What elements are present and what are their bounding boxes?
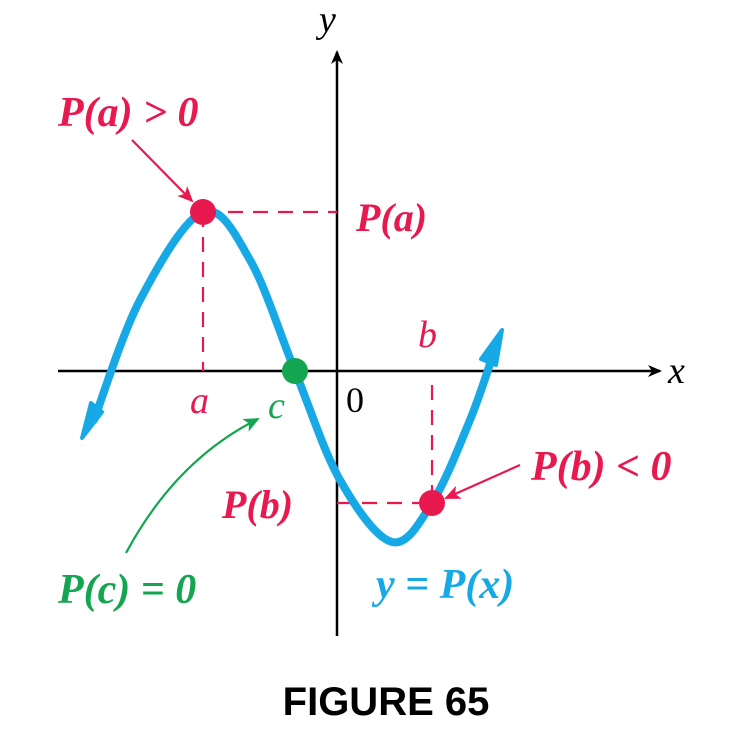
- arrow-to-point-c: [125, 418, 260, 554]
- point-b-negative: [419, 490, 445, 516]
- arrow-to-point-a: [131, 139, 194, 203]
- annotation-pc-zero: P(c) = 0: [57, 567, 196, 613]
- curve-equation-label: y = P(x): [371, 562, 514, 608]
- curve-left-arrowhead: [80, 401, 104, 440]
- tick-label-c: c: [268, 385, 285, 427]
- polynomial-curve: [90, 207, 496, 547]
- point-a-maximum: [190, 199, 216, 225]
- annotation-pa-positive: P(a) > 0: [57, 90, 199, 136]
- y-axis-label: y: [315, 0, 336, 41]
- arrow-to-point-b: [444, 463, 521, 500]
- origin-label: 0: [346, 380, 364, 420]
- value-label-pa: P(a): [355, 195, 427, 240]
- tick-label-b: b: [418, 314, 437, 356]
- curve-right-arrowhead: [479, 328, 504, 367]
- x-axis-label: x: [667, 350, 685, 392]
- value-label-pb: P(b): [221, 482, 293, 527]
- annotation-pb-negative: P(b) < 0: [530, 444, 672, 490]
- point-c-zero: [282, 358, 308, 384]
- tick-label-a: a: [190, 380, 209, 422]
- figure-caption: FIGURE 65: [283, 680, 490, 724]
